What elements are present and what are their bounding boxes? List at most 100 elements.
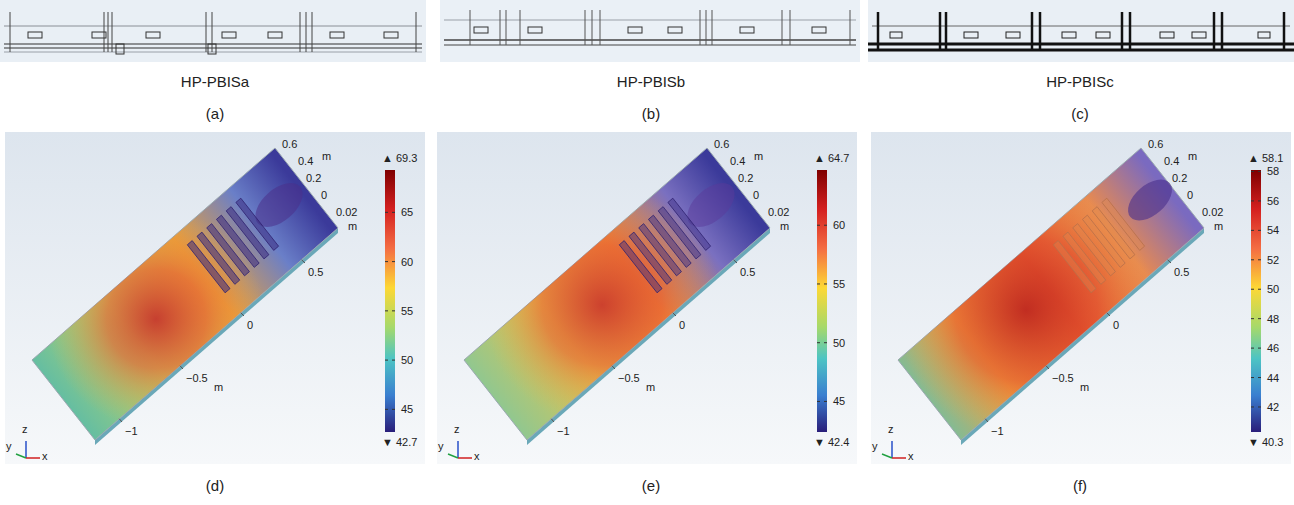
axis-name: x bbox=[908, 450, 914, 462]
schematic-b bbox=[440, 0, 860, 62]
panel-title: HP-PBISc bbox=[1046, 74, 1114, 91]
colorbar-tick-mark bbox=[392, 360, 395, 361]
colorbar-label: 60 bbox=[401, 256, 413, 268]
axis-unit: m bbox=[754, 150, 763, 162]
axis-tick: 0.2 bbox=[1172, 172, 1187, 184]
axis-unit: m bbox=[348, 220, 357, 232]
panel-title: HP-PBISa bbox=[181, 74, 249, 91]
colorbar-tick-mark bbox=[385, 261, 388, 262]
colorbar-label: 60 bbox=[833, 219, 845, 231]
axis-tick: 0 bbox=[753, 189, 759, 201]
axis-unit: m bbox=[1188, 150, 1197, 162]
colorbar-tick-mark bbox=[385, 409, 388, 410]
axis-name: x bbox=[474, 450, 480, 462]
axis-tick: −1 bbox=[557, 425, 570, 437]
colorbar-ticks bbox=[385, 171, 1261, 409]
axis-tick: 0.4 bbox=[730, 155, 745, 167]
colorbar-label: 65 bbox=[401, 206, 413, 218]
colorbar-tick-mark bbox=[817, 225, 820, 226]
axis-tick: 0.4 bbox=[298, 155, 313, 167]
axis-name: z bbox=[454, 423, 460, 435]
axis-tick: 0.5 bbox=[740, 266, 755, 278]
colorbar-label: ▲ 64.7 bbox=[814, 152, 849, 164]
colorbar-label: ▲ 69.3 bbox=[382, 152, 417, 164]
colorbar-tick-mark bbox=[392, 409, 395, 410]
colorbar-tick-mark bbox=[1251, 377, 1254, 378]
colorbar-tick-mark bbox=[1258, 406, 1261, 407]
colorbar-tick-mark bbox=[1251, 318, 1254, 319]
axis-tick: 0 bbox=[247, 319, 253, 331]
panel-letter: (e) bbox=[642, 478, 660, 495]
colorbar-label: 50 bbox=[401, 354, 413, 366]
colorbar-tick-mark bbox=[817, 283, 820, 284]
axis-tick: 0.2 bbox=[306, 172, 321, 184]
colorbar-label: ▼ 42.4 bbox=[814, 436, 849, 448]
axis-unit: m bbox=[214, 381, 223, 393]
schematic-a bbox=[0, 0, 426, 62]
axis-tick: −1 bbox=[991, 425, 1004, 437]
axis-tick: 0.4 bbox=[1164, 155, 1179, 167]
panel-letter: (a) bbox=[206, 106, 224, 123]
temperature-plot-f bbox=[871, 132, 1291, 464]
colorbar-label: 52 bbox=[1267, 254, 1279, 266]
colorbar-label: 46 bbox=[1267, 342, 1279, 354]
colorbar-tick-mark bbox=[1251, 406, 1254, 407]
axis-tick: 0.5 bbox=[308, 266, 323, 278]
colorbar-label: ▲ 58.1 bbox=[1248, 152, 1283, 164]
colorbar-tick-mark bbox=[1251, 171, 1254, 172]
axis-unit: m bbox=[780, 220, 789, 232]
axis-name: z bbox=[888, 423, 894, 435]
colorbar-tick-mark bbox=[1258, 377, 1261, 378]
colorbar-label: 50 bbox=[833, 337, 845, 349]
schematic-c bbox=[868, 0, 1294, 62]
colorbar-tick-mark bbox=[1258, 348, 1261, 349]
axis-tick: −1 bbox=[125, 425, 138, 437]
colorbar-tick-mark bbox=[824, 342, 827, 343]
colorbar-tick-mark bbox=[1258, 318, 1261, 319]
axis-tick: 0.6 bbox=[282, 138, 297, 150]
colorbar-label: 58 bbox=[1267, 165, 1279, 177]
colorbar-label: 45 bbox=[401, 403, 413, 415]
axis-tick: 0.02 bbox=[336, 206, 357, 218]
colorbar-tick-mark bbox=[1258, 230, 1261, 231]
colorbar-tick-mark bbox=[1251, 259, 1254, 260]
colorbar-tick-mark bbox=[1258, 200, 1261, 201]
colorbar-label: 42 bbox=[1267, 401, 1279, 413]
colorbar-label: 56 bbox=[1267, 195, 1279, 207]
colorbar-tick-mark bbox=[1251, 200, 1254, 201]
axis-tick: −0.5 bbox=[618, 372, 640, 384]
panel-title: HP-PBISb bbox=[617, 74, 685, 91]
panel-letter: (c) bbox=[1071, 106, 1089, 123]
axis-tick: 0.5 bbox=[1174, 266, 1189, 278]
axis-tick: 0.02 bbox=[1202, 206, 1223, 218]
axis-tick: 0 bbox=[321, 189, 327, 201]
axis-tick: 0.2 bbox=[738, 172, 753, 184]
colorbar-label: 55 bbox=[401, 305, 413, 317]
colorbar-tick-mark bbox=[824, 283, 827, 284]
colorbar-label: 48 bbox=[1267, 313, 1279, 325]
colorbar-tick-mark bbox=[817, 401, 820, 402]
colorbar-label: 50 bbox=[1267, 283, 1279, 295]
colorbar-label: 55 bbox=[833, 278, 845, 290]
colorbar-tick-mark bbox=[824, 225, 827, 226]
axis-name: z bbox=[22, 423, 28, 435]
colorbar-tick-mark bbox=[1251, 348, 1254, 349]
colorbar-label: ▼ 42.7 bbox=[382, 436, 417, 448]
axis-unit: m bbox=[646, 381, 655, 393]
axis-tick: 0 bbox=[1113, 319, 1119, 331]
axis-tick: 0 bbox=[679, 319, 685, 331]
axis-unit: m bbox=[1214, 220, 1223, 232]
colorbar-tick-mark bbox=[392, 212, 395, 213]
temperature-plot-e bbox=[437, 132, 857, 464]
temperature-plot-d bbox=[5, 132, 425, 464]
axis-name: y bbox=[872, 440, 878, 452]
colorbar-tick-mark bbox=[385, 360, 388, 361]
axis-tick: 0.02 bbox=[768, 206, 789, 218]
colorbar-tick-mark bbox=[1258, 171, 1261, 172]
axis-tick: 0.6 bbox=[714, 138, 729, 150]
panel-letter: (b) bbox=[642, 106, 660, 123]
colorbar-tick-mark bbox=[824, 401, 827, 402]
axis-unit: m bbox=[322, 150, 331, 162]
colorbar-tick-mark bbox=[1258, 289, 1261, 290]
